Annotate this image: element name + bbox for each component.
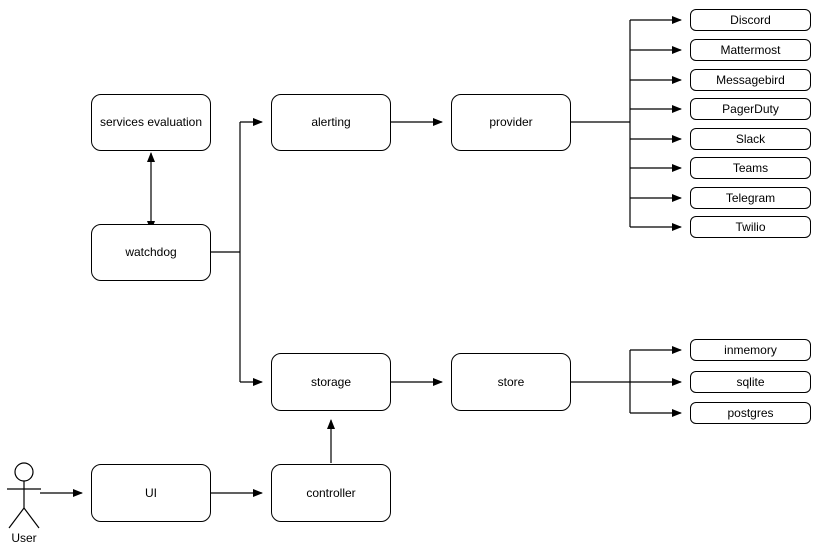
node-provider-telegram[interactable]: Telegram (690, 187, 811, 209)
user-actor-icon (7, 462, 41, 529)
node-provider[interactable]: provider (451, 94, 571, 151)
user-actor-label: User (11, 531, 37, 545)
node-label: Discord (730, 12, 771, 27)
node-provider-messagebird[interactable]: Messagebird (690, 69, 811, 91)
node-provider-slack[interactable]: Slack (690, 128, 811, 150)
node-label: inmemory (724, 342, 777, 357)
node-label: Mattermost (720, 42, 781, 57)
node-label: Slack (735, 131, 766, 146)
node-store-inmemory[interactable]: inmemory (690, 339, 811, 361)
node-label: storage (310, 374, 352, 389)
node-label: Messagebird (716, 72, 785, 87)
node-label: Twilio (735, 219, 766, 234)
node-label: alerting (311, 115, 351, 130)
node-services-evaluation[interactable]: services evaluation (91, 94, 211, 151)
node-label: PagerDuty (722, 101, 779, 116)
node-label: services evaluation (99, 115, 203, 130)
node-provider-twilio[interactable]: Twilio (690, 216, 811, 238)
node-provider-pagerduty[interactable]: PagerDuty (690, 98, 811, 120)
node-alerting[interactable]: alerting (271, 94, 391, 151)
node-controller[interactable]: controller (271, 464, 391, 522)
node-storage[interactable]: storage (271, 353, 391, 411)
node-ui[interactable]: UI (91, 464, 211, 522)
node-provider-teams[interactable]: Teams (690, 157, 811, 179)
node-label: Telegram (725, 190, 776, 205)
node-watchdog[interactable]: watchdog (91, 224, 211, 281)
node-store-postgres[interactable]: postgres (690, 402, 811, 424)
node-provider-discord[interactable]: Discord (690, 9, 811, 31)
node-label: postgres (727, 405, 774, 420)
node-label: Teams (732, 160, 769, 175)
node-label: watchdog (125, 245, 177, 260)
node-label: store (497, 374, 525, 389)
node-label: sqlite (736, 374, 765, 389)
node-label: provider (489, 115, 533, 130)
node-label: controller (306, 485, 356, 500)
node-label: UI (145, 485, 157, 500)
node-provider-mattermost[interactable]: Mattermost (690, 39, 811, 61)
node-store[interactable]: store (451, 353, 571, 411)
node-store-sqlite[interactable]: sqlite (690, 371, 811, 393)
